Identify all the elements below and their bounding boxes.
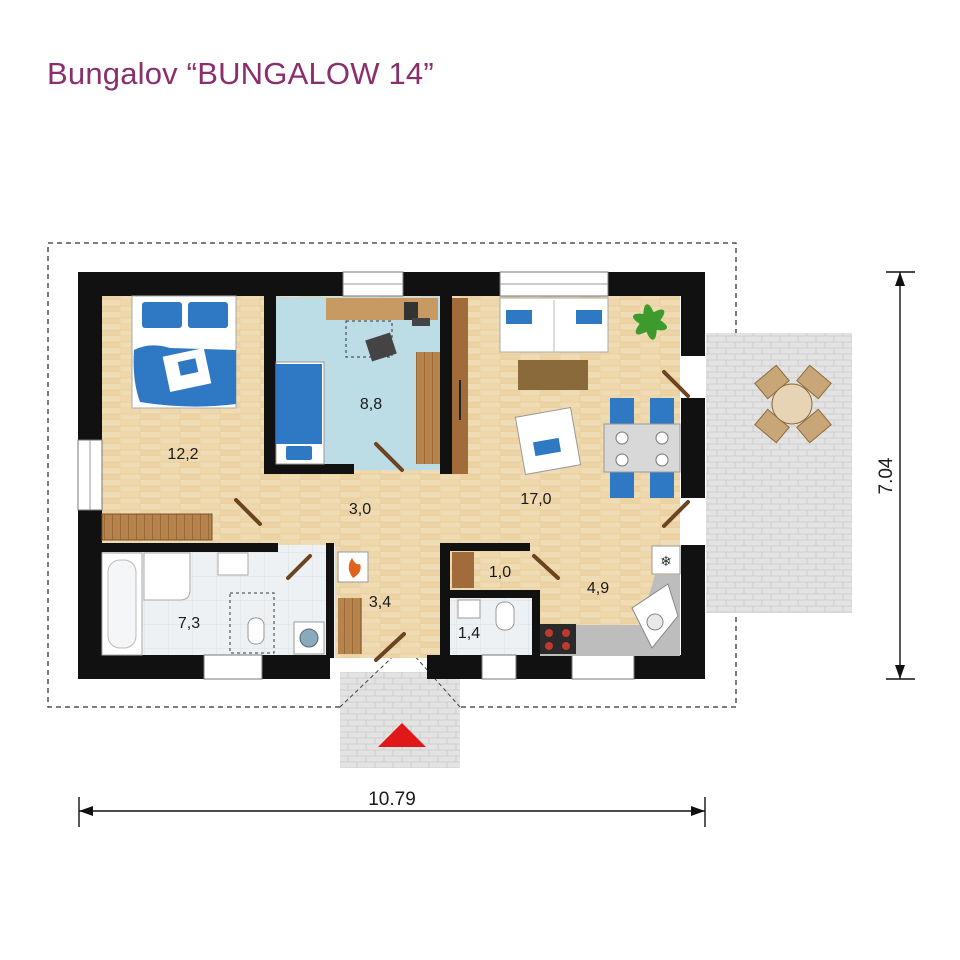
bathroom-toilet-zone [229, 592, 275, 654]
patio-table-icon [754, 364, 832, 444]
room-area-hall: 3,0 [349, 501, 371, 518]
shower-icon [143, 552, 191, 601]
svg-text:❄: ❄ [660, 553, 672, 569]
room-area-pantry: 1,0 [489, 564, 511, 581]
width-dimension-label: 10.79 [368, 789, 416, 810]
pantry-shelf [452, 552, 474, 588]
double-bed-icon [131, 295, 237, 409]
window-bathroom [203, 654, 263, 680]
room-area-living-room: 17,0 [520, 491, 551, 508]
door-pantry [532, 554, 560, 580]
washing-machine-icon [293, 621, 325, 655]
depth-dimension-label: 7.04 [876, 457, 897, 494]
doors [234, 370, 690, 662]
wardrobe-child [416, 352, 440, 464]
room-area-toilet: 1,4 [458, 625, 480, 642]
toilet-sink [457, 599, 481, 619]
room-area-bedroom: 12,2 [167, 446, 198, 463]
door-terrace-lower [662, 500, 690, 528]
toilet-icon [247, 601, 515, 645]
dining-table-icon [603, 398, 681, 498]
bathroom-sink [217, 552, 249, 576]
window-toilet [481, 654, 517, 680]
fridge-icon: ❄ [651, 545, 681, 575]
depth-dimension [886, 271, 915, 680]
room-area-entrance-hall: 3,4 [369, 594, 391, 611]
dresser [101, 513, 213, 541]
room-area-child-room: 8,8 [360, 396, 382, 413]
hall-cabinet [338, 598, 362, 654]
bathtub-icon [101, 552, 143, 656]
width-dimension [78, 797, 706, 827]
fireplace-icon [337, 551, 369, 583]
desk-icon [326, 298, 438, 362]
door-bedroom [234, 498, 262, 526]
window-kitchen [571, 654, 635, 680]
sink-icon [631, 583, 679, 649]
door-entrance [374, 632, 406, 662]
coffee-table [518, 360, 588, 390]
room-area-bathroom: 7,3 [178, 615, 200, 632]
page-title: Bungalov “BUNGALOW 14” [47, 56, 434, 91]
sofa-icon [499, 297, 609, 353]
door-bathroom [286, 554, 312, 580]
plant-icon [632, 304, 668, 340]
room-area-kitchen: 4,9 [587, 580, 609, 597]
door-child-room [374, 442, 404, 472]
entrance-arrow-icon [378, 723, 426, 747]
room-labels: 12,2 8,8 3,0 17,0 7,3 3,4 1,0 4,9 1,4 [167, 396, 609, 642]
entrance-path [339, 644, 461, 768]
door-terrace-upper [662, 370, 690, 398]
armchair-icon [514, 406, 582, 476]
stove-icon [540, 624, 576, 654]
single-bed-icon [275, 361, 325, 465]
